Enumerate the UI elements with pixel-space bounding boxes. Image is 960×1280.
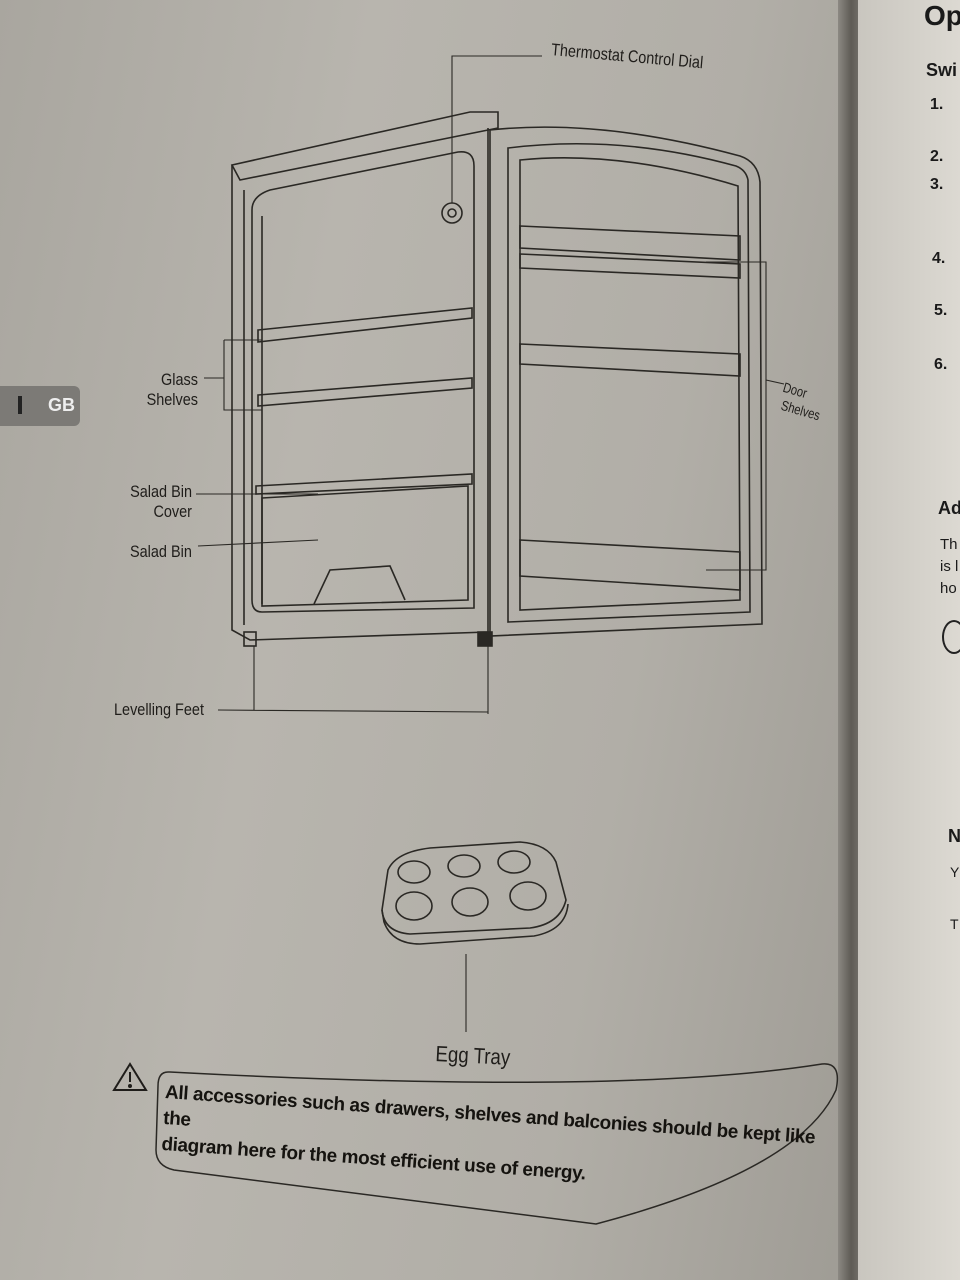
levelling-feet-label: Levelling Feet <box>114 700 204 719</box>
door-shelves-leader <box>706 261 785 571</box>
door-shelf-3 <box>519 343 741 377</box>
salad-bin-cover <box>255 473 473 495</box>
para-letter-t: T <box>950 916 959 932</box>
step-6: 6. <box>934 356 948 373</box>
para-line-1: Th <box>940 536 958 553</box>
glass-shelves-label-line2: Shelves <box>146 390 198 409</box>
salad-bin <box>261 485 469 607</box>
fridge-cabinet <box>231 128 489 641</box>
door-shelf-4 <box>519 539 741 591</box>
egg-tray-label: Egg Tray <box>434 1041 511 1070</box>
section-heading: Ad <box>938 498 960 518</box>
fridge-top <box>230 111 499 181</box>
right-page-heading: Op <box>924 0 960 31</box>
levelling-feet-leader <box>217 646 489 714</box>
tab-marker <box>18 396 22 414</box>
thermostat-dial <box>441 202 463 224</box>
inner-liner <box>251 150 475 613</box>
levelling-foot-left <box>243 631 257 647</box>
para-line-3: ho <box>940 580 957 597</box>
step-5: 5. <box>934 302 948 319</box>
right-page-heading-2: N <box>948 826 960 846</box>
step-1: 1. <box>930 96 944 113</box>
salad-bin-leader <box>197 539 319 547</box>
salad-bin-label: Salad Bin <box>130 542 192 561</box>
step-4: 4. <box>932 250 946 267</box>
right-page-subheading: Swi <box>926 60 958 80</box>
notice-frame <box>155 1063 839 1225</box>
door-shelf-2 <box>519 253 741 279</box>
glass-shelves-leader <box>204 339 262 411</box>
language-tab: GB <box>0 386 80 426</box>
language-tab-label: GB <box>48 395 75 415</box>
glass-shelf-2 <box>257 377 473 407</box>
salad-bin-cover-label-line2: Cover <box>153 502 192 521</box>
thermostat-leader <box>451 55 542 203</box>
salad-bin-cover-label-line1: Salad Bin <box>130 482 192 501</box>
egg-tray <box>381 841 569 945</box>
fridge-door <box>489 126 763 637</box>
manual-left-page <box>0 0 850 1280</box>
glass-shelves-label-line1: Glass <box>161 370 198 389</box>
levelling-foot-right <box>477 631 493 647</box>
step-3: 3. <box>930 176 944 193</box>
warning-icon <box>112 1062 148 1091</box>
step-2: 2. <box>930 148 944 165</box>
door-shelf-1 <box>519 225 741 261</box>
para-letter-y: Y <box>950 864 960 880</box>
info-icon <box>942 620 960 654</box>
glass-shelf-1 <box>257 307 473 343</box>
para-line-2: is l <box>940 558 959 575</box>
